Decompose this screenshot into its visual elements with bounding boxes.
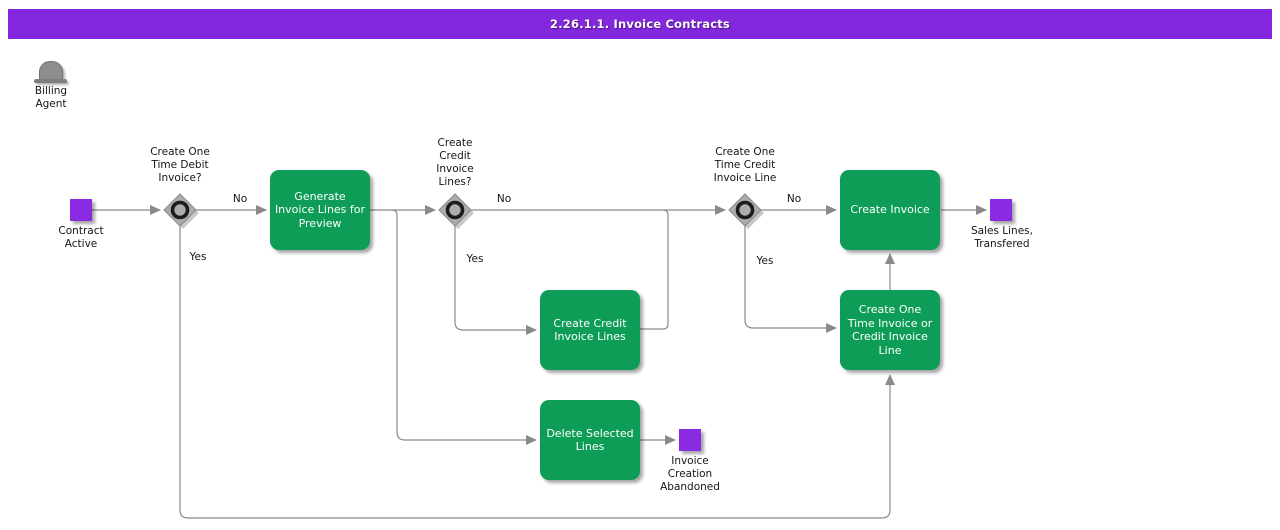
event-contract-active xyxy=(70,199,92,221)
event-invoice-creation-abandoned xyxy=(679,429,701,451)
edge-label-d1-yes: Yes xyxy=(189,251,207,263)
label-sales-lines-transfered: Sales Lines, Transfered xyxy=(971,225,1033,250)
label-decision-1: Create One Time Debit Invoice? xyxy=(150,146,210,184)
event-sales-lines-transfered xyxy=(990,199,1012,221)
edge-split-to-delete-lines xyxy=(391,209,537,445)
edge-d2-yes-to-credit-lines xyxy=(454,226,537,335)
actor-label: Billing Agent xyxy=(34,85,68,110)
task-generate-invoice-lines: Generate Invoice Lines for Preview xyxy=(270,170,370,250)
edge-label-d2-no: No xyxy=(496,193,512,205)
edge-label-d2-yes: Yes xyxy=(466,253,484,265)
edge-d3-yes-to-one-time xyxy=(744,226,837,333)
person-icon-base xyxy=(34,79,67,83)
label-invoice-creation-abandoned: Invoice Creation Abandoned xyxy=(660,455,720,493)
decision-create-credit-invoice-lines xyxy=(438,193,474,229)
decision-ring-icon xyxy=(445,200,465,220)
page-title: 2.26.1.1. Invoice Contracts xyxy=(550,17,730,31)
task-create-invoice: Create Invoice xyxy=(840,170,940,250)
edge-label-d1-no: No xyxy=(232,193,248,205)
title-bar: 2.26.1.1. Invoice Contracts xyxy=(8,9,1272,39)
label-decision-2: Create Credit Invoice Lines? xyxy=(436,137,474,188)
edge-label-d3-no: No xyxy=(786,193,802,205)
decision-ring-icon xyxy=(735,200,755,220)
task-create-one-time-invoice: Create One Time Invoice or Credit Invoic… xyxy=(840,290,940,370)
edge-d1-yes-to-one-time xyxy=(179,226,895,519)
label-contract-active: Contract Active xyxy=(58,225,104,250)
task-create-credit-invoice-lines: Create Credit Invoice Lines xyxy=(540,290,640,370)
decision-ring-icon xyxy=(170,200,190,220)
label-decision-3: Create One Time Credit Invoice Line xyxy=(713,146,777,184)
decision-create-one-time-credit-invoice-line xyxy=(728,193,764,229)
task-delete-selected-lines: Delete Selected Lines xyxy=(540,400,640,480)
edge-label-d3-yes: Yes xyxy=(756,255,774,267)
edge-credit-lines-merge xyxy=(640,209,669,330)
decision-create-one-time-debit-invoice xyxy=(163,193,199,229)
